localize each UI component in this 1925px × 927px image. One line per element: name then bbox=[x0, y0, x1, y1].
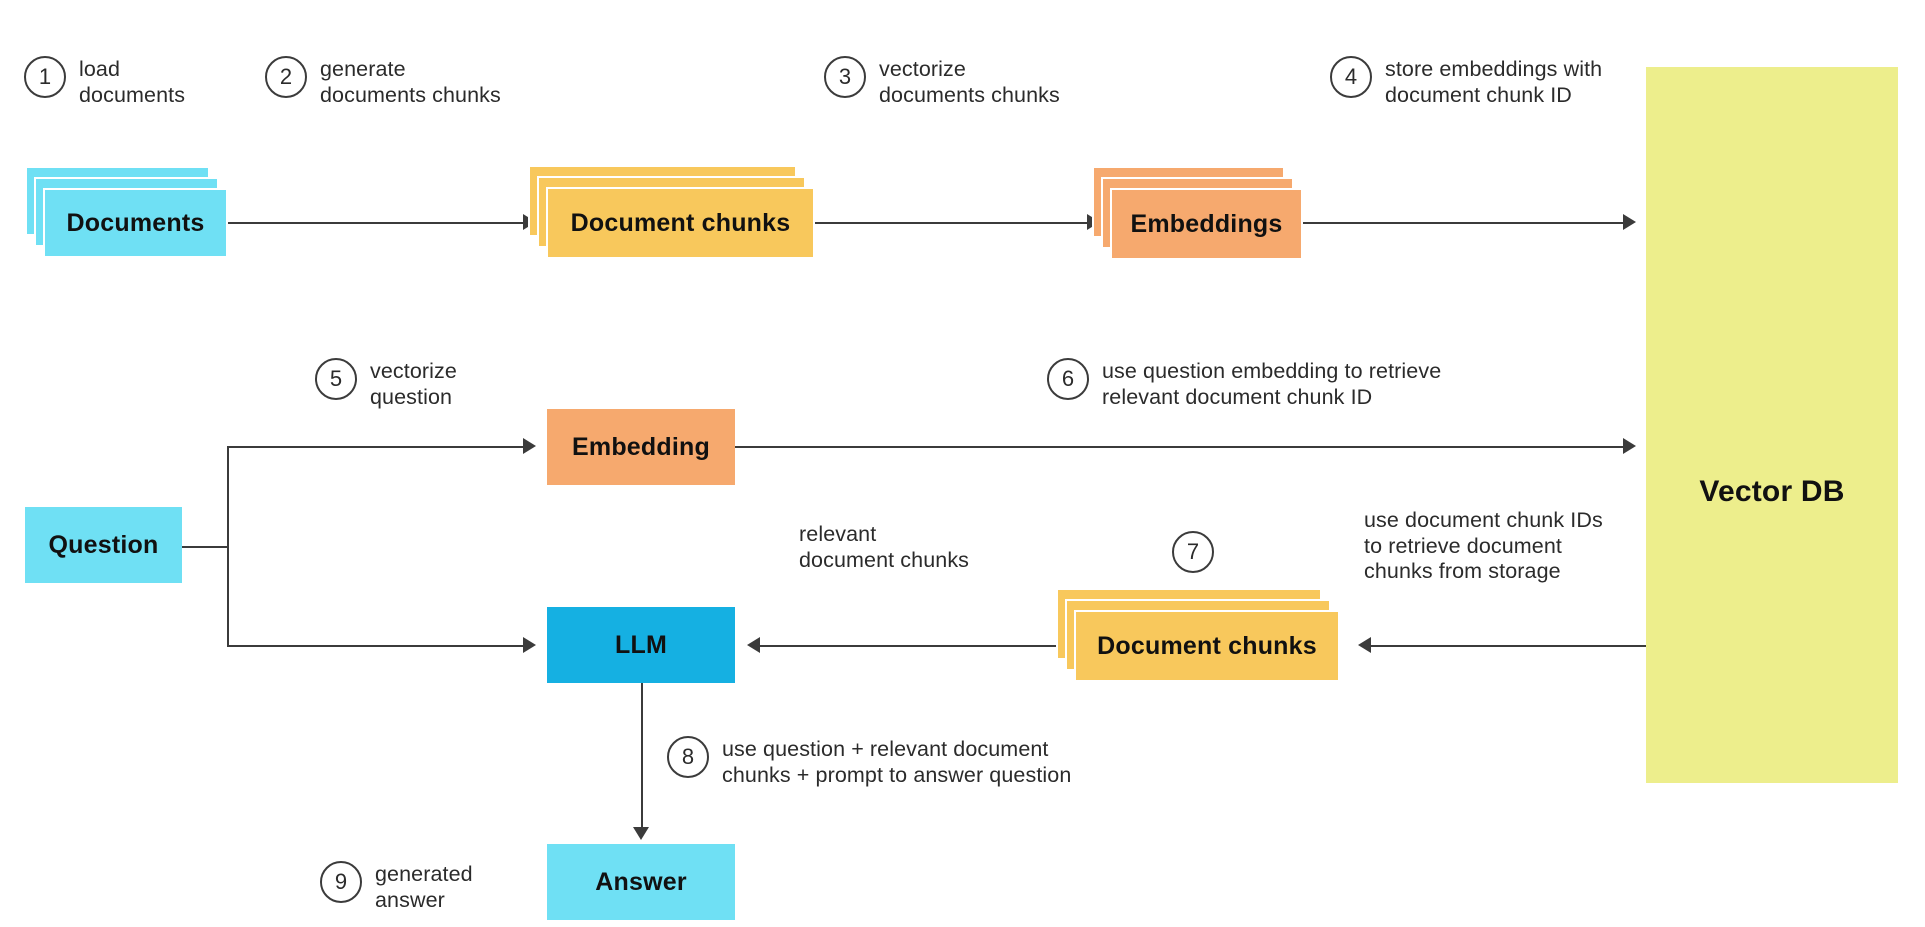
step-number-8: 8 bbox=[667, 736, 709, 778]
step-number-5: 5 bbox=[315, 358, 357, 400]
step-label-4: store embeddings with document chunk ID bbox=[1385, 57, 1603, 107]
step-badge-8: 8 use question + relevant document chunk… bbox=[667, 736, 1071, 788]
step-label-1: load documents bbox=[79, 57, 186, 107]
connector-question-trunk bbox=[227, 446, 229, 645]
connector-question-to-llm bbox=[227, 645, 523, 647]
caption-retrieve-from-storage: use document chunk IDs to retrieve docum… bbox=[1364, 508, 1603, 584]
step-badge-1: 1 load documents bbox=[24, 56, 185, 108]
step-badge-5: 5 vectorize question bbox=[315, 358, 457, 410]
connector-embeddings-to-vectordb bbox=[1303, 222, 1623, 224]
node-vector-db[interactable]: Vector DB bbox=[1646, 67, 1898, 783]
caption-relevant-document-chunks: relevant document chunks bbox=[799, 522, 970, 572]
node-llm-label: LLM bbox=[615, 630, 667, 659]
connector-retrieved-chunks-to-llm bbox=[760, 645, 1074, 647]
step-label-6: use question embedding to retrieve relev… bbox=[1102, 359, 1442, 409]
node-embeddings[interactable]: Embeddings bbox=[1110, 188, 1303, 260]
step-number-4: 4 bbox=[1330, 56, 1372, 98]
connector-vectordb-to-retrieved-chunks bbox=[1371, 645, 1646, 647]
step-badge-2: 2 generate documents chunks bbox=[265, 56, 501, 108]
step-number-3: 3 bbox=[824, 56, 866, 98]
step-number-2: 2 bbox=[265, 56, 307, 98]
node-embedding-label: Embedding bbox=[572, 432, 710, 461]
node-vector-db-label: Vector DB bbox=[1699, 475, 1845, 508]
node-document-chunks[interactable]: Document chunks bbox=[546, 187, 815, 259]
step-badge-9: 9 generated answer bbox=[320, 861, 473, 913]
node-documents[interactable]: Documents bbox=[43, 188, 228, 258]
step-label-9: generated answer bbox=[375, 862, 473, 912]
node-documents-label: Documents bbox=[66, 208, 205, 237]
step-label-3: vectorize documents chunks bbox=[879, 57, 1060, 107]
node-question[interactable]: Question bbox=[25, 507, 182, 583]
arrow-vectordb-to-retrieved-chunks bbox=[1358, 637, 1371, 653]
step-badge-6: 6 use question embedding to retrieve rel… bbox=[1047, 358, 1441, 410]
node-document-chunks-retrieved-label: Document chunks bbox=[1097, 631, 1317, 660]
node-embedding[interactable]: Embedding bbox=[547, 409, 735, 485]
step-label-5: vectorize question bbox=[370, 359, 457, 409]
connector-documents-to-chunks bbox=[228, 222, 523, 224]
step-number-7: 7 bbox=[1172, 531, 1214, 573]
node-embeddings-label: Embeddings bbox=[1130, 209, 1283, 238]
connector-embedding-to-vectordb bbox=[735, 446, 1623, 448]
node-question-label: Question bbox=[48, 530, 159, 559]
arrow-retrieved-chunks-to-llm bbox=[747, 637, 760, 653]
step-number-6: 6 bbox=[1047, 358, 1089, 400]
arrow-question-to-llm bbox=[523, 637, 536, 653]
step-label-2: generate documents chunks bbox=[320, 57, 501, 107]
step-number-1: 1 bbox=[24, 56, 66, 98]
step-badge-4: 4 store embeddings with document chunk I… bbox=[1330, 56, 1602, 108]
node-llm[interactable]: LLM bbox=[547, 607, 735, 683]
step-label-8: use question + relevant document chunks … bbox=[722, 737, 1072, 787]
connector-question-to-embedding bbox=[227, 446, 523, 448]
step-badge-3: 3 vectorize documents chunks bbox=[824, 56, 1060, 108]
step-badge-7: 7 bbox=[1172, 531, 1214, 573]
node-answer[interactable]: Answer bbox=[547, 844, 735, 920]
arrow-embedding-to-vectordb bbox=[1623, 438, 1636, 454]
node-document-chunks-retrieved[interactable]: Document chunks bbox=[1074, 610, 1340, 682]
node-document-chunks-label: Document chunks bbox=[570, 208, 791, 237]
connector-llm-to-answer bbox=[641, 682, 643, 827]
node-answer-label: Answer bbox=[595, 867, 687, 896]
connector-question-stub bbox=[182, 546, 227, 548]
connector-chunks-to-embeddings bbox=[815, 222, 1087, 224]
step-number-9: 9 bbox=[320, 861, 362, 903]
arrow-question-to-embedding bbox=[523, 438, 536, 454]
arrow-llm-to-answer bbox=[633, 827, 649, 840]
arrow-embeddings-to-vectordb bbox=[1623, 214, 1636, 230]
